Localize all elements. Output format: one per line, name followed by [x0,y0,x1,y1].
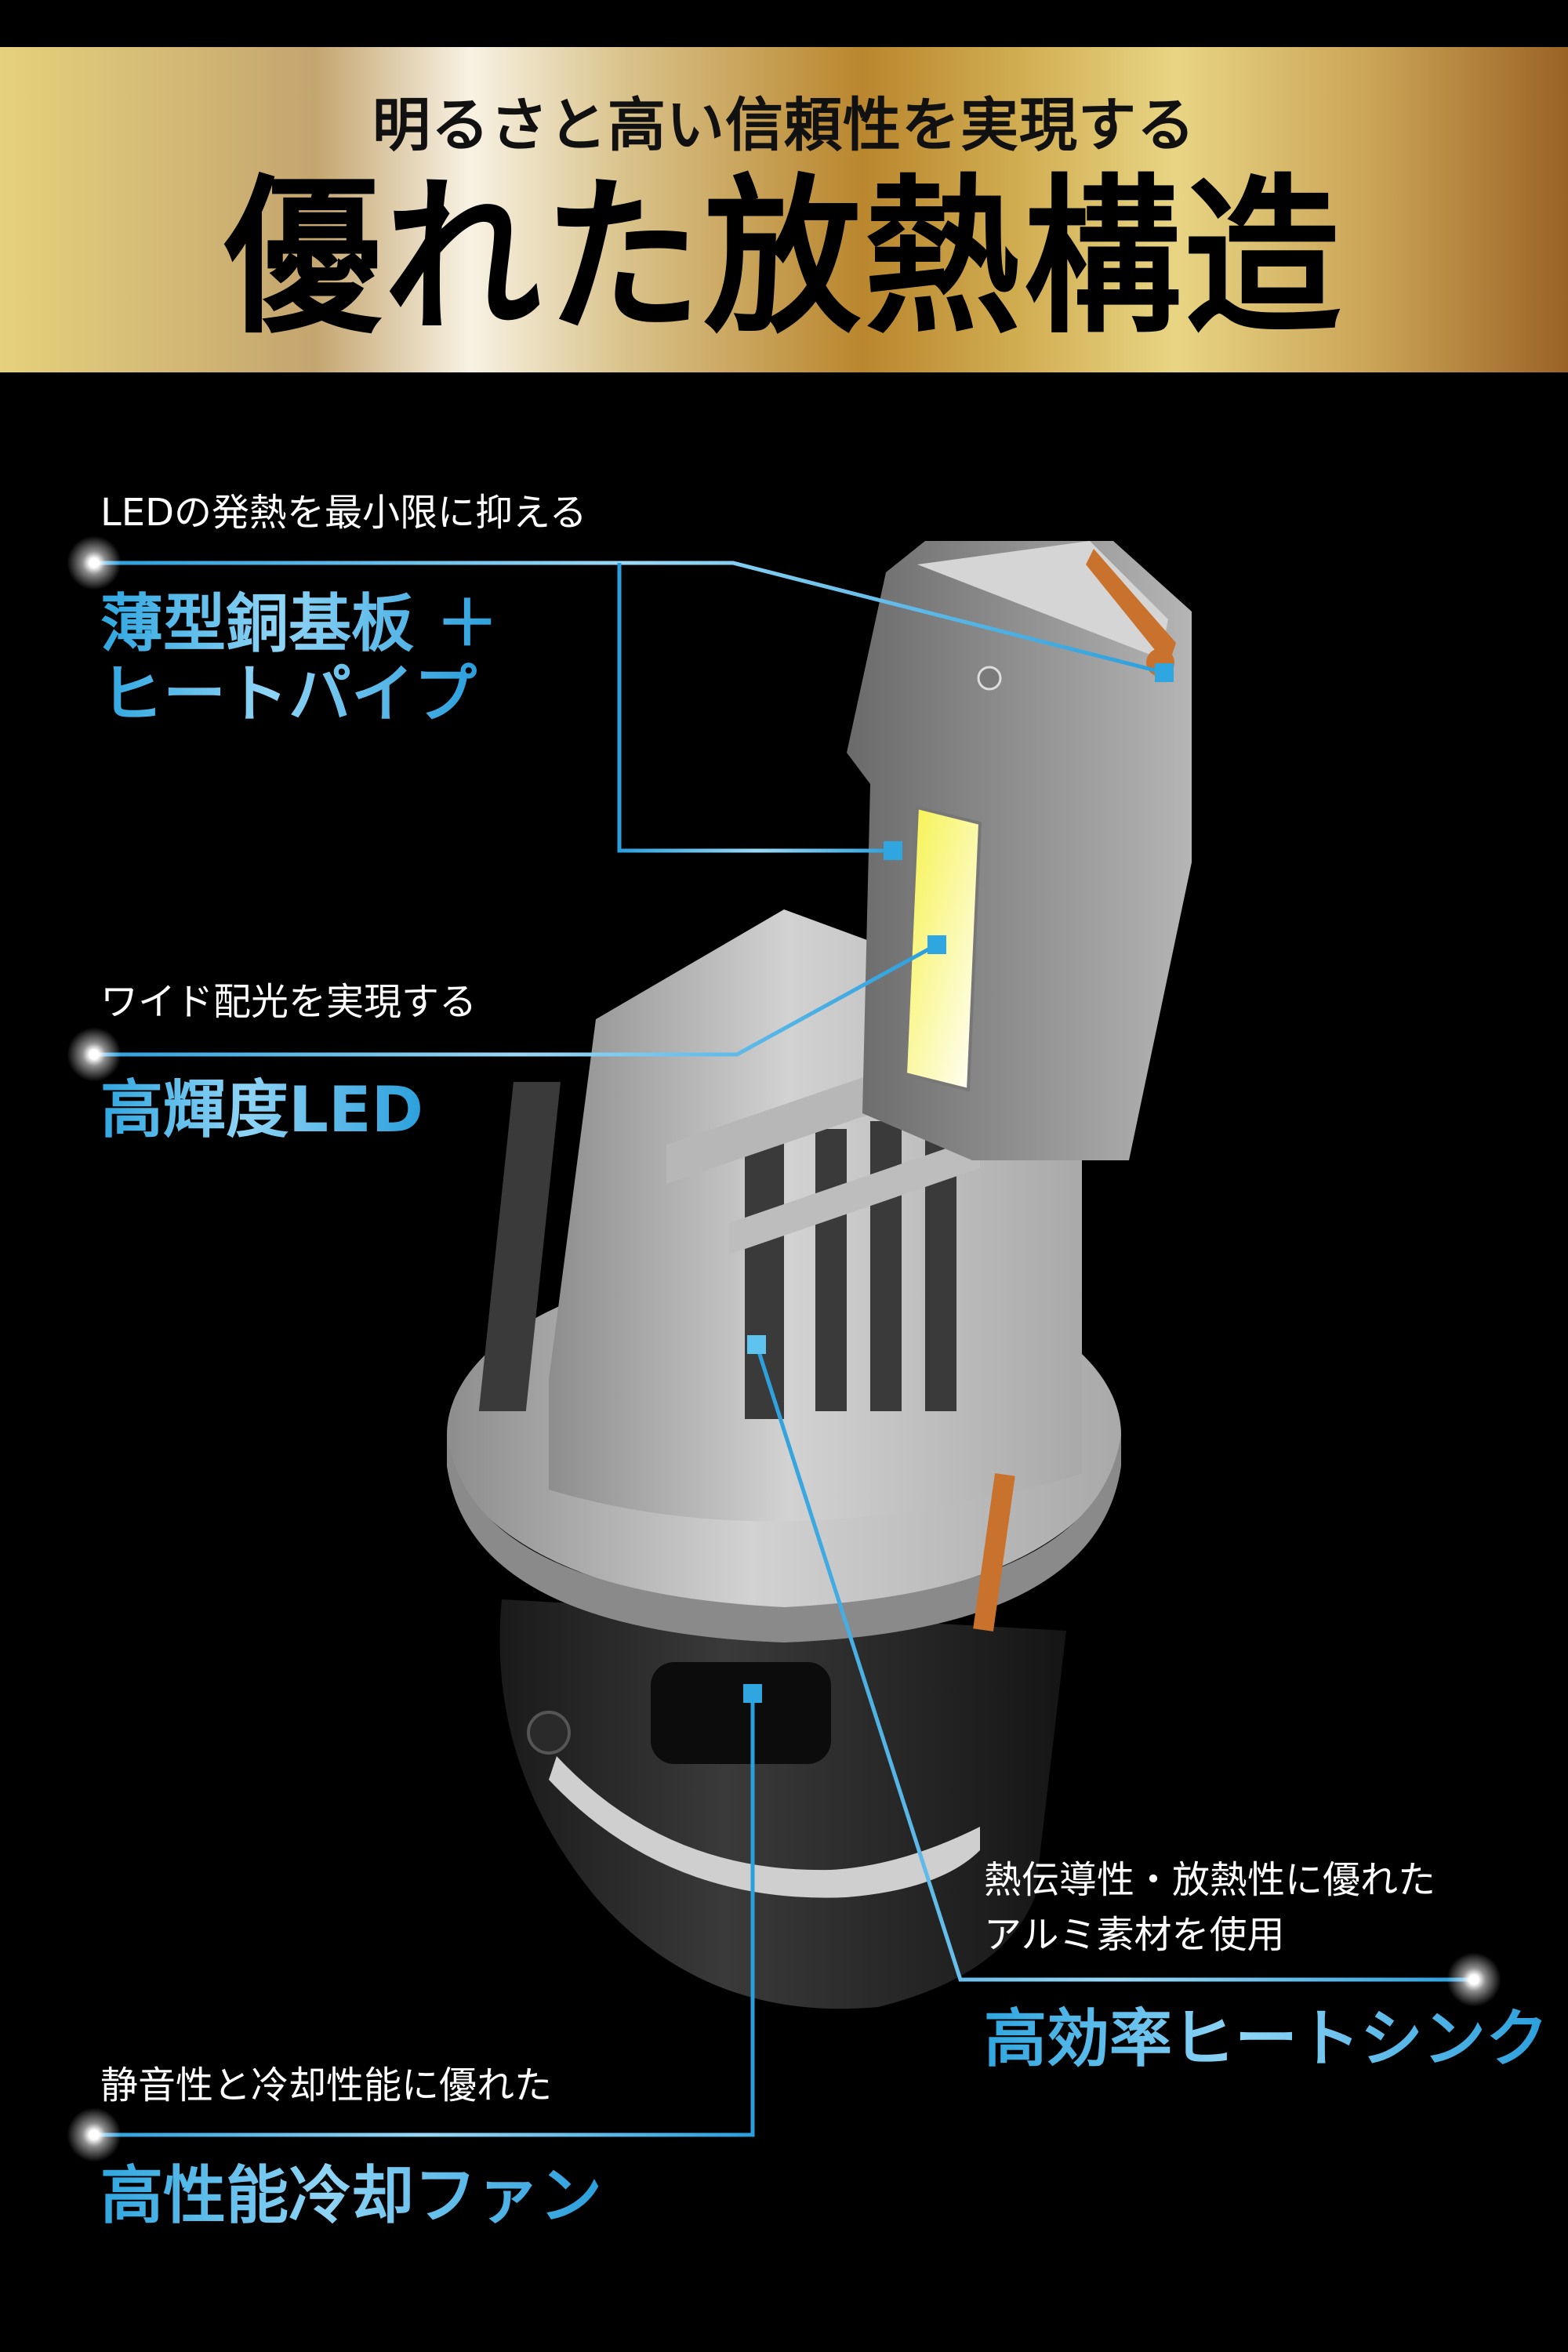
glow-dot-icon [1446,1952,1501,2007]
callout-lines [94,561,1474,2137]
copper-pipe-bottom [973,1473,1015,1632]
banner-subtitle: 明るさと高い信頼性を実現する [372,92,1196,159]
callout-heatsink-headline: 高効率ヒートシンク [984,2002,1548,2075]
callout-fan-headline: 高性能冷却ファン [100,2159,602,2232]
callout-heatsink-caption-1: 熱伝導性・放熱性に優れた [984,1858,1436,1902]
glow-dot-icon [67,2107,122,2162]
callout-heatsink-caption-2: アルミ素材を使用 [984,1913,1285,1957]
glow-dot-icon [67,1027,122,1082]
glow-dot-icon [67,535,122,590]
callout-copper-board-caption: LEDの発熱を最小限に抑える [100,491,587,535]
callout-led-headline: 高輝度LED [100,1073,424,1146]
banner-title: 優れた放熱構造 [223,159,1344,358]
callout-led-caption: ワイド配光を実現する [100,980,477,1024]
callout-markers [743,663,1174,1703]
callout-copper-board-headline-2: ヒートパイプ [100,658,477,731]
callout-copper-board-headline-1: 薄型銅基板 ＋ [100,587,499,660]
copper-heat-pipe [1086,549,1176,666]
callout-fan-caption: 静音性と冷却性能に優れた [100,2063,553,2107]
cooling-fan-shape [499,1599,1066,2009]
header-banner: 明るさと高い信頼性を実現する 優れた放熱構造 [0,47,1568,372]
